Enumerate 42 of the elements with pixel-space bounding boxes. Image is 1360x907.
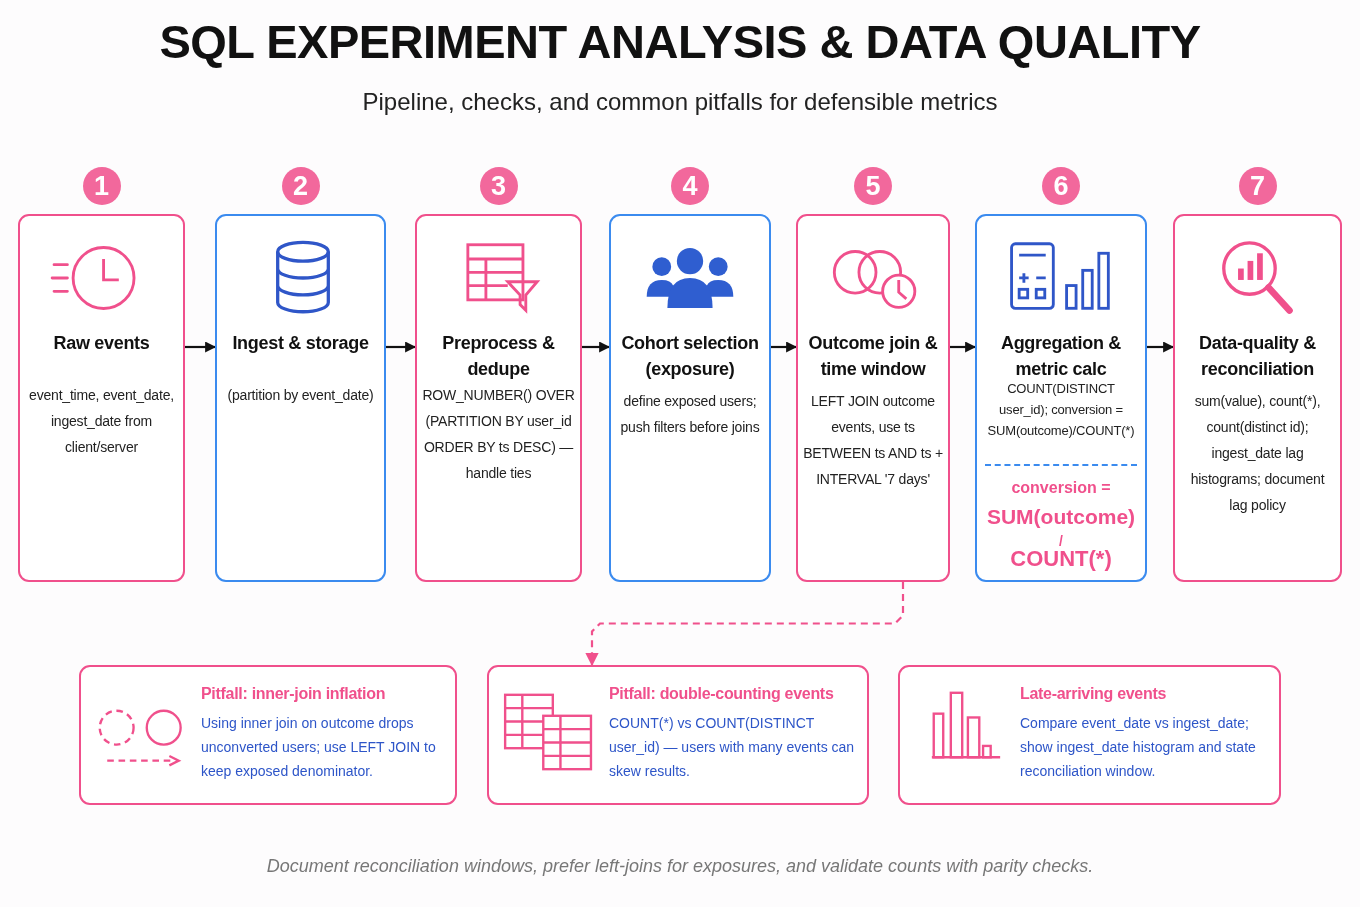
title: SQL EXPERIMENT ANALYSIS & DATA QUALITY bbox=[158, 14, 1202, 69]
pitfall-card bbox=[898, 665, 1281, 805]
pitfall-card bbox=[487, 665, 869, 805]
step-description: define exposed users; push filters before joins bbox=[619, 392, 761, 437]
formula-numerator: SUM(outcome) bbox=[985, 504, 1137, 529]
pitfall-description: COUNT(*) vs COUNT(DISTINCT user_id) — users with many events can skew results. bbox=[609, 714, 856, 781]
step-number-badge: 2 bbox=[281, 167, 320, 205]
arrow bbox=[185, 341, 217, 353]
step-description: sum(value), count(*), count(distinct id); ingest_date lag histograms; document lag policy bbox=[1189, 392, 1326, 515]
pitfall-description: Compare event_date vs ingest_date; show ingest_date histogram and state reconciliation window. bbox=[1020, 714, 1257, 781]
pitfall-description: Using inner join on outcome drops unconverted users; use LEFT JOIN to keep exposed denominator. bbox=[201, 714, 437, 781]
step-description: (partition by event_date) bbox=[226, 386, 375, 405]
step-number-badge: 4 bbox=[671, 167, 709, 205]
step-title: Aggregation & metric calc bbox=[999, 332, 1123, 381]
step-description: LEFT JOIN outcome events, use ts BETWEEN ts AND ts + INTERVAL '7 days' bbox=[803, 392, 943, 489]
pitfall-title: Pitfall: double-counting events bbox=[609, 685, 834, 703]
step-number-badge: 5 bbox=[854, 167, 892, 205]
step-number-badge: 7 bbox=[1238, 167, 1277, 205]
arrow bbox=[582, 341, 611, 353]
arrow bbox=[950, 341, 977, 353]
step-description: event_time, event_date, ingest_date from client/server bbox=[28, 386, 175, 457]
step-title: Data-quality & reconciliation bbox=[1198, 332, 1317, 381]
step-title: Ingest & storage bbox=[231, 332, 370, 355]
step-number-badge: 1 bbox=[82, 167, 121, 205]
caption: Document reconciliation windows, prefer left-joins for exposures, and validate counts with parity checks. bbox=[265, 856, 1095, 877]
arrow bbox=[1147, 341, 1175, 353]
pitfall-title: Pitfall: inner-join inflation bbox=[201, 685, 386, 703]
step-title: Raw events bbox=[52, 332, 151, 355]
arrow bbox=[386, 341, 417, 353]
step-title: Outcome join & time window bbox=[807, 332, 939, 381]
pitfall-title: Late-arriving events bbox=[1020, 685, 1167, 703]
formula-label: conversion = bbox=[1010, 478, 1112, 498]
step-description: COUNT(DISTINCT user_id); conversion = SUM(outcome)/COUNT(*) bbox=[986, 380, 1136, 440]
dashed-arrow bbox=[585, 582, 905, 667]
pitfall-card bbox=[79, 665, 457, 805]
step-title: Cohort selection (exposure) bbox=[620, 332, 760, 381]
step-number-badge: 3 bbox=[479, 167, 518, 205]
arrow bbox=[771, 341, 798, 353]
step-number-badge: 6 bbox=[1042, 167, 1080, 205]
subtitle: Pipeline, checks, and common pitfalls for defensible metrics bbox=[361, 88, 999, 116]
step-description: ROW_NUMBER() OVER (PARTITION BY user_id ORDER BY ts DESC) — handle ties bbox=[422, 386, 575, 483]
step-title: Preprocess & dedupe bbox=[441, 332, 556, 381]
